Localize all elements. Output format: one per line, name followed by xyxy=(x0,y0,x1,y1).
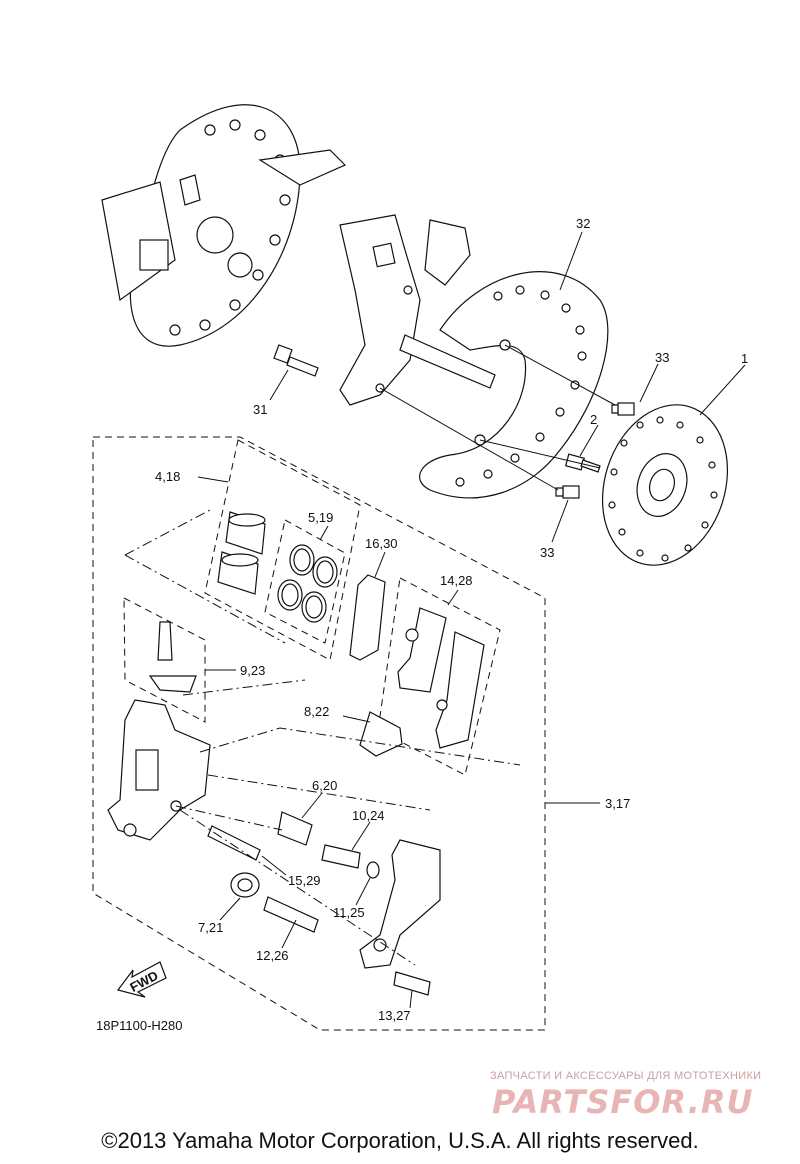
callout-1: 1 xyxy=(741,351,748,366)
kit-outline-3-17 xyxy=(92,436,546,1031)
callout-7-21: 7,21 xyxy=(198,920,223,935)
callout-32: 32 xyxy=(576,216,590,231)
bolt-2 xyxy=(564,453,601,473)
bolt-33-lower xyxy=(555,485,580,499)
callout-6-20: 6,20 xyxy=(312,778,337,793)
callout-15-29: 15,29 xyxy=(288,873,321,888)
fwd-arrow-icon xyxy=(116,961,167,998)
piston-pair xyxy=(217,511,266,595)
callout-9-23: 9,23 xyxy=(240,663,265,678)
caliper-body xyxy=(107,699,211,841)
callout-10-24: 10,24 xyxy=(352,808,385,823)
slide-pin-seal xyxy=(366,861,380,879)
watermark-logo: PARTSFOR.RU xyxy=(492,1083,754,1121)
bolt-33-upper xyxy=(611,402,635,416)
callout-33-lower: 33 xyxy=(540,545,554,560)
brake-disc-1 xyxy=(601,404,729,566)
callout-16-30: 16,30 xyxy=(365,536,398,551)
callout-8-22: 8,22 xyxy=(304,704,329,719)
bleeder-outline xyxy=(123,597,206,723)
callout-14-28: 14,28 xyxy=(440,573,473,588)
pad-kit-outline xyxy=(377,577,501,776)
watermark-tagline: ЗАПЧАСТИ И АКСЕССУАРЫ ДЛЯ МОТОТЕХНИКИ xyxy=(490,1070,762,1082)
callout-5-19: 5,19 xyxy=(308,510,333,525)
callout-12-26: 12,26 xyxy=(256,948,289,963)
callout-3-17: 3,17 xyxy=(605,796,630,811)
copyright-footer: ©2013 Yamaha Motor Corporation, U.S.A. A… xyxy=(101,1128,699,1153)
pin-sleeve xyxy=(277,811,313,846)
callout-31: 31 xyxy=(253,402,267,417)
pad-spring xyxy=(359,711,403,757)
bolt-31 xyxy=(273,344,319,377)
brake-pads xyxy=(397,607,485,749)
callout-2: 2 xyxy=(590,412,597,427)
caliper-bracket xyxy=(359,839,441,969)
assembled-caliper-view xyxy=(101,104,347,347)
piston-seals xyxy=(277,544,338,623)
steering-knuckle xyxy=(339,214,496,406)
drawing-code: 18P1100-H280 xyxy=(96,1018,183,1033)
slide-pin-lower xyxy=(263,896,319,933)
bleeder-screw xyxy=(148,621,197,693)
boot xyxy=(230,872,260,898)
callout-13-27: 13,27 xyxy=(378,1008,411,1023)
pad-shim xyxy=(349,574,386,661)
callout-33-upper: 33 xyxy=(655,350,669,365)
callout-11-25: 11,25 xyxy=(333,905,365,920)
slide-pin-upper xyxy=(321,844,361,869)
bushing xyxy=(393,971,431,996)
long-slide-pin xyxy=(207,825,261,861)
callout-4-18: 4,18 xyxy=(155,469,180,484)
piston-kit-outline xyxy=(204,439,361,661)
